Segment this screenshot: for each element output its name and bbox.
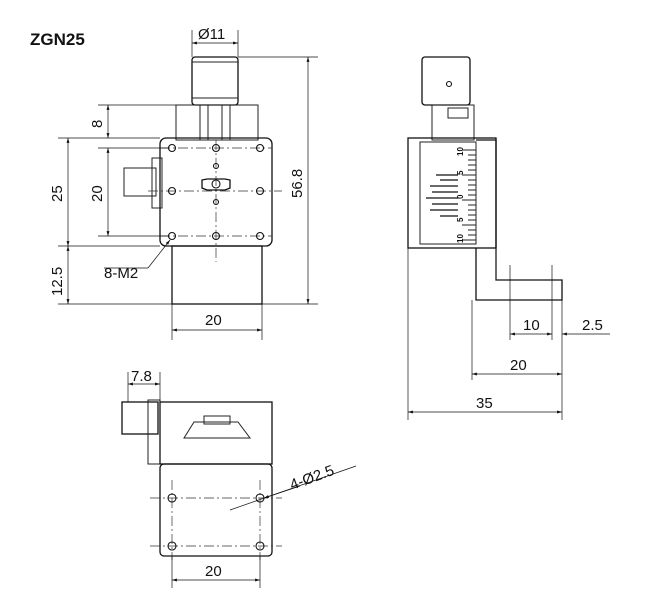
thread-callout: 8-M2 [104, 265, 138, 282]
mounting-holes [167, 143, 265, 241]
dim-side-10: 10 [523, 317, 540, 334]
hole-callout: 4-Ø2.5 [288, 462, 337, 494]
scale-label-top-5: 5 [456, 170, 465, 175]
scale-ticks [426, 149, 476, 241]
scale-label-top-10: 10 [456, 147, 465, 156]
scale-label-bottom-10: 10 [456, 234, 465, 243]
dim-hole-spacing-vertical: 20 [89, 185, 106, 202]
lock-nut [201, 178, 231, 191]
dim-knob-diameter: Ø11 [198, 26, 225, 43]
dim-bottom-width: 20 [205, 563, 222, 580]
scale-label-0: 0 [456, 194, 465, 199]
scale-label-bottom-5: 5 [456, 217, 465, 222]
dim-side-2-5: 2.5 [582, 317, 603, 334]
dim-side-20: 20 [510, 357, 527, 374]
side-clamp [123, 167, 157, 197]
vernier-scale [419, 141, 477, 245]
l-bracket [475, 139, 563, 301]
dim-total-height: 56.8 [289, 169, 306, 198]
micrometer-neck [175, 104, 259, 141]
bottom-top-block [159, 401, 273, 465]
side-body [407, 137, 497, 249]
dovetail [183, 421, 251, 439]
dim-side-35: 35 [476, 395, 493, 412]
dim-front-bottom-width: 20 [205, 312, 222, 329]
bottom-view: 7.8 4-Ø2.5 20 [121, 368, 357, 588]
side-view: 10 5 0 5 10 10 2.5 20 35 [407, 56, 610, 420]
drawing-title: ZGN25 [30, 30, 85, 49]
dim-offset: 7.8 [131, 368, 152, 385]
dim-body-height: 25 [49, 185, 66, 202]
bottom-plate [159, 463, 273, 557]
bottom-knob [121, 401, 159, 435]
front-view: Ø11 8 25 20 12.5 56.8 8-M2 20 [49, 26, 318, 340]
side-knob [421, 56, 471, 106]
dim-top-height: 8 [89, 120, 106, 128]
stage-base [171, 245, 263, 305]
dim-bottom-height: 12.5 [49, 267, 66, 296]
